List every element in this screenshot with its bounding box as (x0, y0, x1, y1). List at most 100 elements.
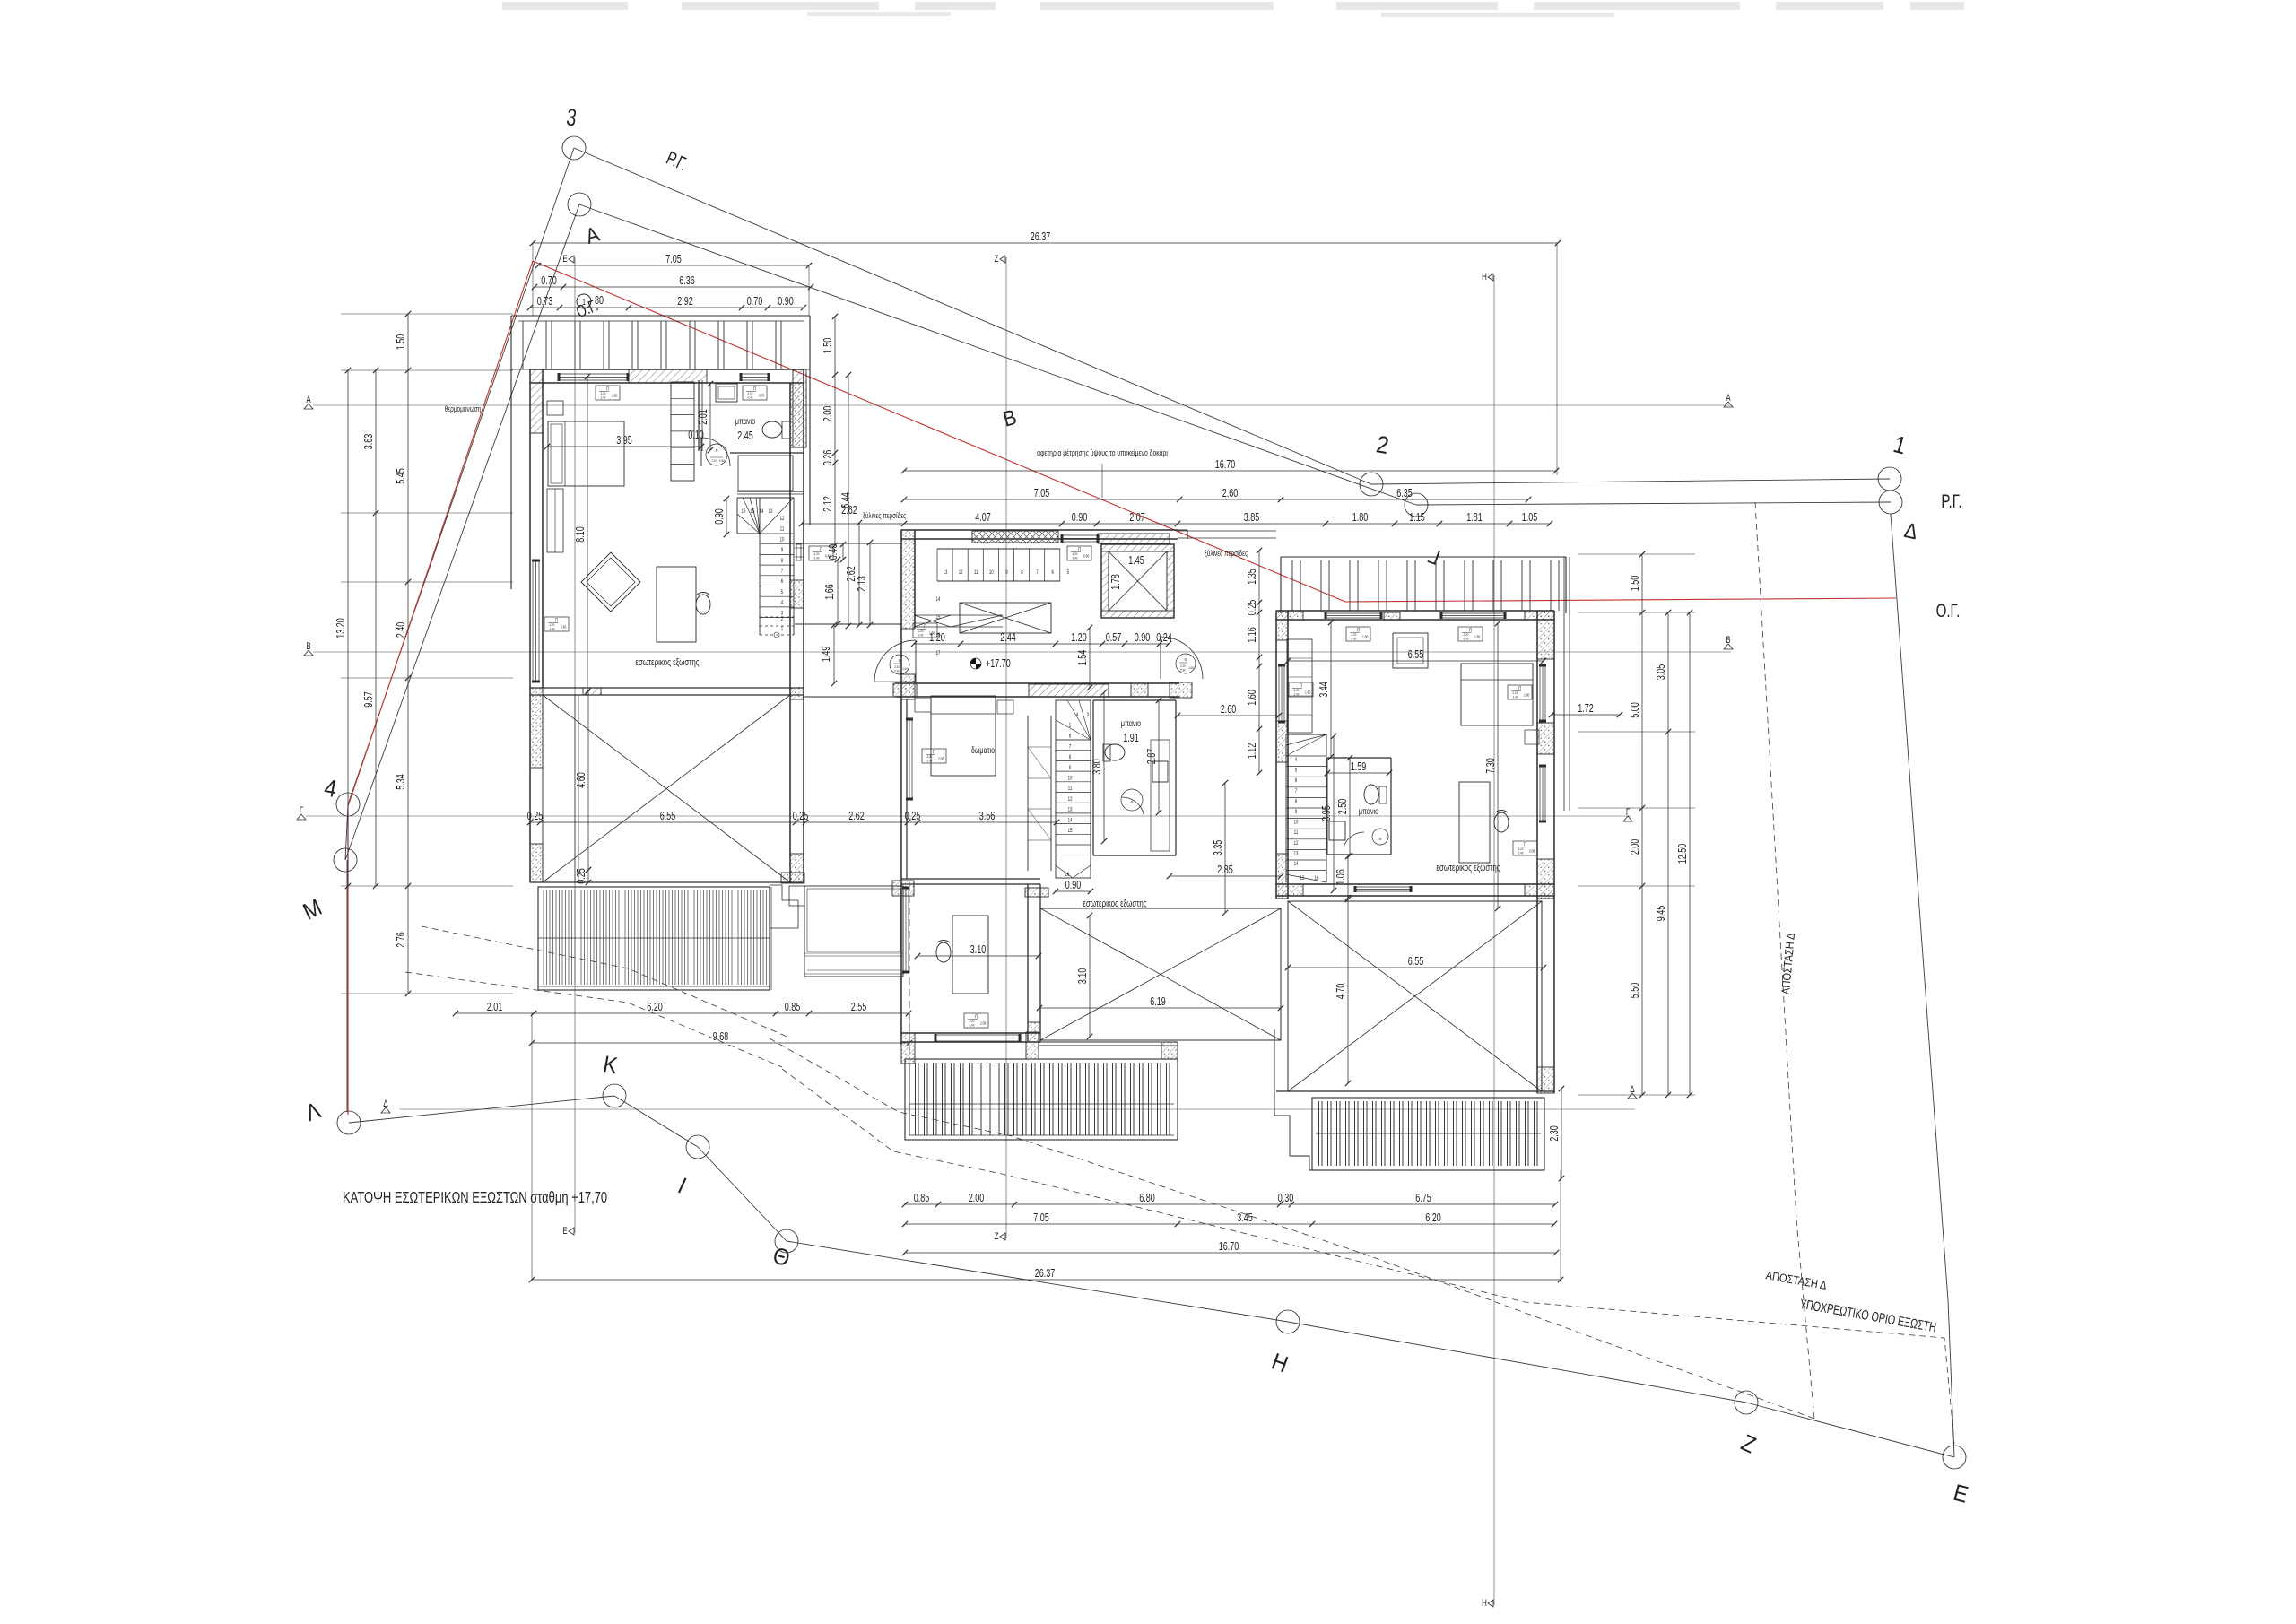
svg-text:7: 7 (781, 569, 783, 575)
svg-text:-2.20: -2.20 (747, 391, 753, 395)
svg-text:3.56: 3.56 (979, 811, 995, 823)
svg-text:2.50: 2.50 (1337, 799, 1350, 814)
svg-text:-1.40: -1.40 (1518, 851, 1524, 855)
svg-text:2.20: 2.20 (894, 665, 900, 670)
svg-text:0.26: 0.26 (822, 450, 835, 465)
svg-text:-2.20: -2.20 (969, 1019, 975, 1023)
svg-text:1.45: 1.45 (1128, 555, 1144, 568)
svg-text:δωματιο: δωματιο (971, 745, 995, 755)
svg-text:0.25: 0.25 (905, 811, 920, 823)
svg-text:Ρ.Γ.: Ρ.Γ. (1941, 490, 1961, 511)
svg-text:2.01: 2.01 (487, 1002, 502, 1014)
svg-text:-2.20: -2.20 (813, 551, 820, 556)
svg-text:Δ: Δ (383, 1099, 388, 1110)
svg-text:1.72: 1.72 (1578, 703, 1593, 716)
svg-text:16: 16 (936, 632, 941, 638)
svg-text:0.90: 0.90 (1135, 632, 1150, 645)
svg-text:2.00: 2.00 (969, 1193, 984, 1205)
svg-text:1.80: 1.80 (1524, 692, 1530, 698)
svg-text:θερμομόνωση: θερμομόνωση (445, 404, 482, 413)
svg-text:A: A (1726, 393, 1731, 404)
svg-text:4: 4 (781, 600, 783, 606)
svg-text:ΚΑΤΟΨΗ ΕΣΩΤΕΡΙΚΩΝ ΕΞΩΣΤΩΝ στα: ΚΑΤΟΨΗ ΕΣΩΤΕΡΙΚΩΝ ΕΞΩΣΤΩΝ σταθμη +17,70 (343, 1189, 607, 1207)
svg-text:Δ: Δ (1630, 1084, 1635, 1096)
svg-text:0.25: 0.25 (1247, 600, 1259, 615)
svg-text:0.85: 0.85 (914, 1193, 929, 1205)
svg-text:1.00: 1.00 (902, 667, 908, 672)
svg-text:2: 2 (781, 616, 783, 622)
svg-text:5.00: 5.00 (1630, 702, 1642, 717)
svg-text:-1.40: -1.40 (1351, 637, 1357, 641)
svg-text:9: 9 (1005, 569, 1007, 576)
svg-text:1.49: 1.49 (821, 647, 833, 662)
svg-text:Π: Π (820, 547, 822, 553)
svg-text:11: 11 (1068, 786, 1073, 793)
svg-text:9.68: 9.68 (713, 1031, 728, 1044)
svg-text:6.36: 6.36 (679, 275, 694, 288)
svg-text:4.60: 4.60 (576, 772, 588, 787)
svg-text:1.16: 1.16 (1247, 627, 1259, 642)
svg-text:2.20: 2.20 (711, 459, 717, 464)
svg-text:1.15: 1.15 (1409, 512, 1424, 525)
svg-text:Θ: Θ (1185, 656, 1187, 662)
svg-text:6: 6 (1051, 569, 1053, 576)
svg-text:εσωτερικος εξωστης: εσωτερικος εξωστης (1436, 863, 1500, 874)
svg-text:0.70: 0.70 (747, 296, 762, 308)
svg-text:Π: Π (933, 750, 935, 756)
svg-text:K: K (601, 1052, 620, 1080)
svg-text:80: 80 (595, 295, 604, 308)
svg-text:0.90: 0.90 (778, 296, 793, 308)
svg-text:3: 3 (781, 611, 783, 617)
svg-text:Θ: Θ (716, 447, 718, 453)
svg-text:0.24: 0.24 (1156, 632, 1171, 645)
svg-text:9: 9 (1295, 809, 1297, 815)
svg-text:3.80: 3.80 (1091, 759, 1104, 774)
svg-text:2.92: 2.92 (677, 296, 692, 308)
svg-text:8: 8 (781, 558, 783, 564)
svg-text:12: 12 (780, 516, 785, 522)
svg-text:10: 10 (780, 537, 785, 543)
svg-text:3.05: 3.05 (1656, 664, 1668, 680)
svg-text:Π: Π (1078, 547, 1081, 553)
svg-text:1.81: 1.81 (1466, 512, 1482, 525)
svg-text:-1.40: -1.40 (600, 395, 606, 400)
svg-text:Π: Π (1300, 683, 1302, 690)
svg-text:-1.40: -1.40 (918, 633, 924, 638)
svg-text:-1.40: -1.40 (813, 556, 820, 560)
svg-text:0.90: 0.90 (714, 508, 726, 524)
svg-text:6: 6 (1069, 734, 1071, 740)
svg-text:6.20: 6.20 (647, 1002, 662, 1014)
svg-text:2.55: 2.55 (851, 1002, 866, 1014)
svg-text:14: 14 (1068, 818, 1073, 824)
svg-text:0.70: 0.70 (759, 393, 765, 398)
svg-text:15: 15 (1300, 875, 1305, 881)
svg-text:16.70: 16.70 (1215, 459, 1235, 472)
svg-text:4.70: 4.70 (1335, 984, 1348, 999)
svg-text:5.34: 5.34 (396, 774, 408, 789)
svg-text:0.90: 0.90 (1065, 880, 1081, 892)
svg-text:3: 3 (565, 103, 578, 131)
svg-text:μπανιο: μπανιο (735, 416, 755, 426)
svg-text:Ο.Γ.: Ο.Γ. (1936, 599, 1961, 621)
svg-text:5: 5 (781, 589, 783, 595)
svg-text:1.68: 1.68 (929, 630, 935, 636)
svg-text:2.44: 2.44 (1000, 632, 1015, 645)
svg-text:1.12: 1.12 (1247, 743, 1259, 759)
svg-text:9: 9 (781, 548, 783, 554)
svg-text:-2.20: -2.20 (1512, 690, 1518, 695)
svg-text:Π: Π (924, 624, 926, 630)
svg-text:2.12: 2.12 (822, 496, 835, 511)
svg-text:-2.20: -2.20 (600, 391, 606, 395)
svg-text:2.62: 2.62 (846, 566, 858, 581)
svg-text:3.35: 3.35 (1213, 840, 1225, 855)
svg-text:7.30: 7.30 (1485, 758, 1498, 773)
svg-text:11: 11 (780, 526, 785, 533)
svg-text:7.05: 7.05 (665, 254, 681, 266)
svg-text:13: 13 (769, 508, 773, 515)
svg-text:0.90: 0.90 (719, 459, 725, 464)
svg-text:2.62: 2.62 (848, 811, 864, 823)
svg-text:-2.20: -2.20 (549, 622, 555, 627)
svg-text:0.30: 0.30 (1278, 1193, 1293, 1205)
svg-text:-2.20: -2.20 (918, 629, 924, 633)
svg-text:H: H (1482, 1598, 1487, 1610)
